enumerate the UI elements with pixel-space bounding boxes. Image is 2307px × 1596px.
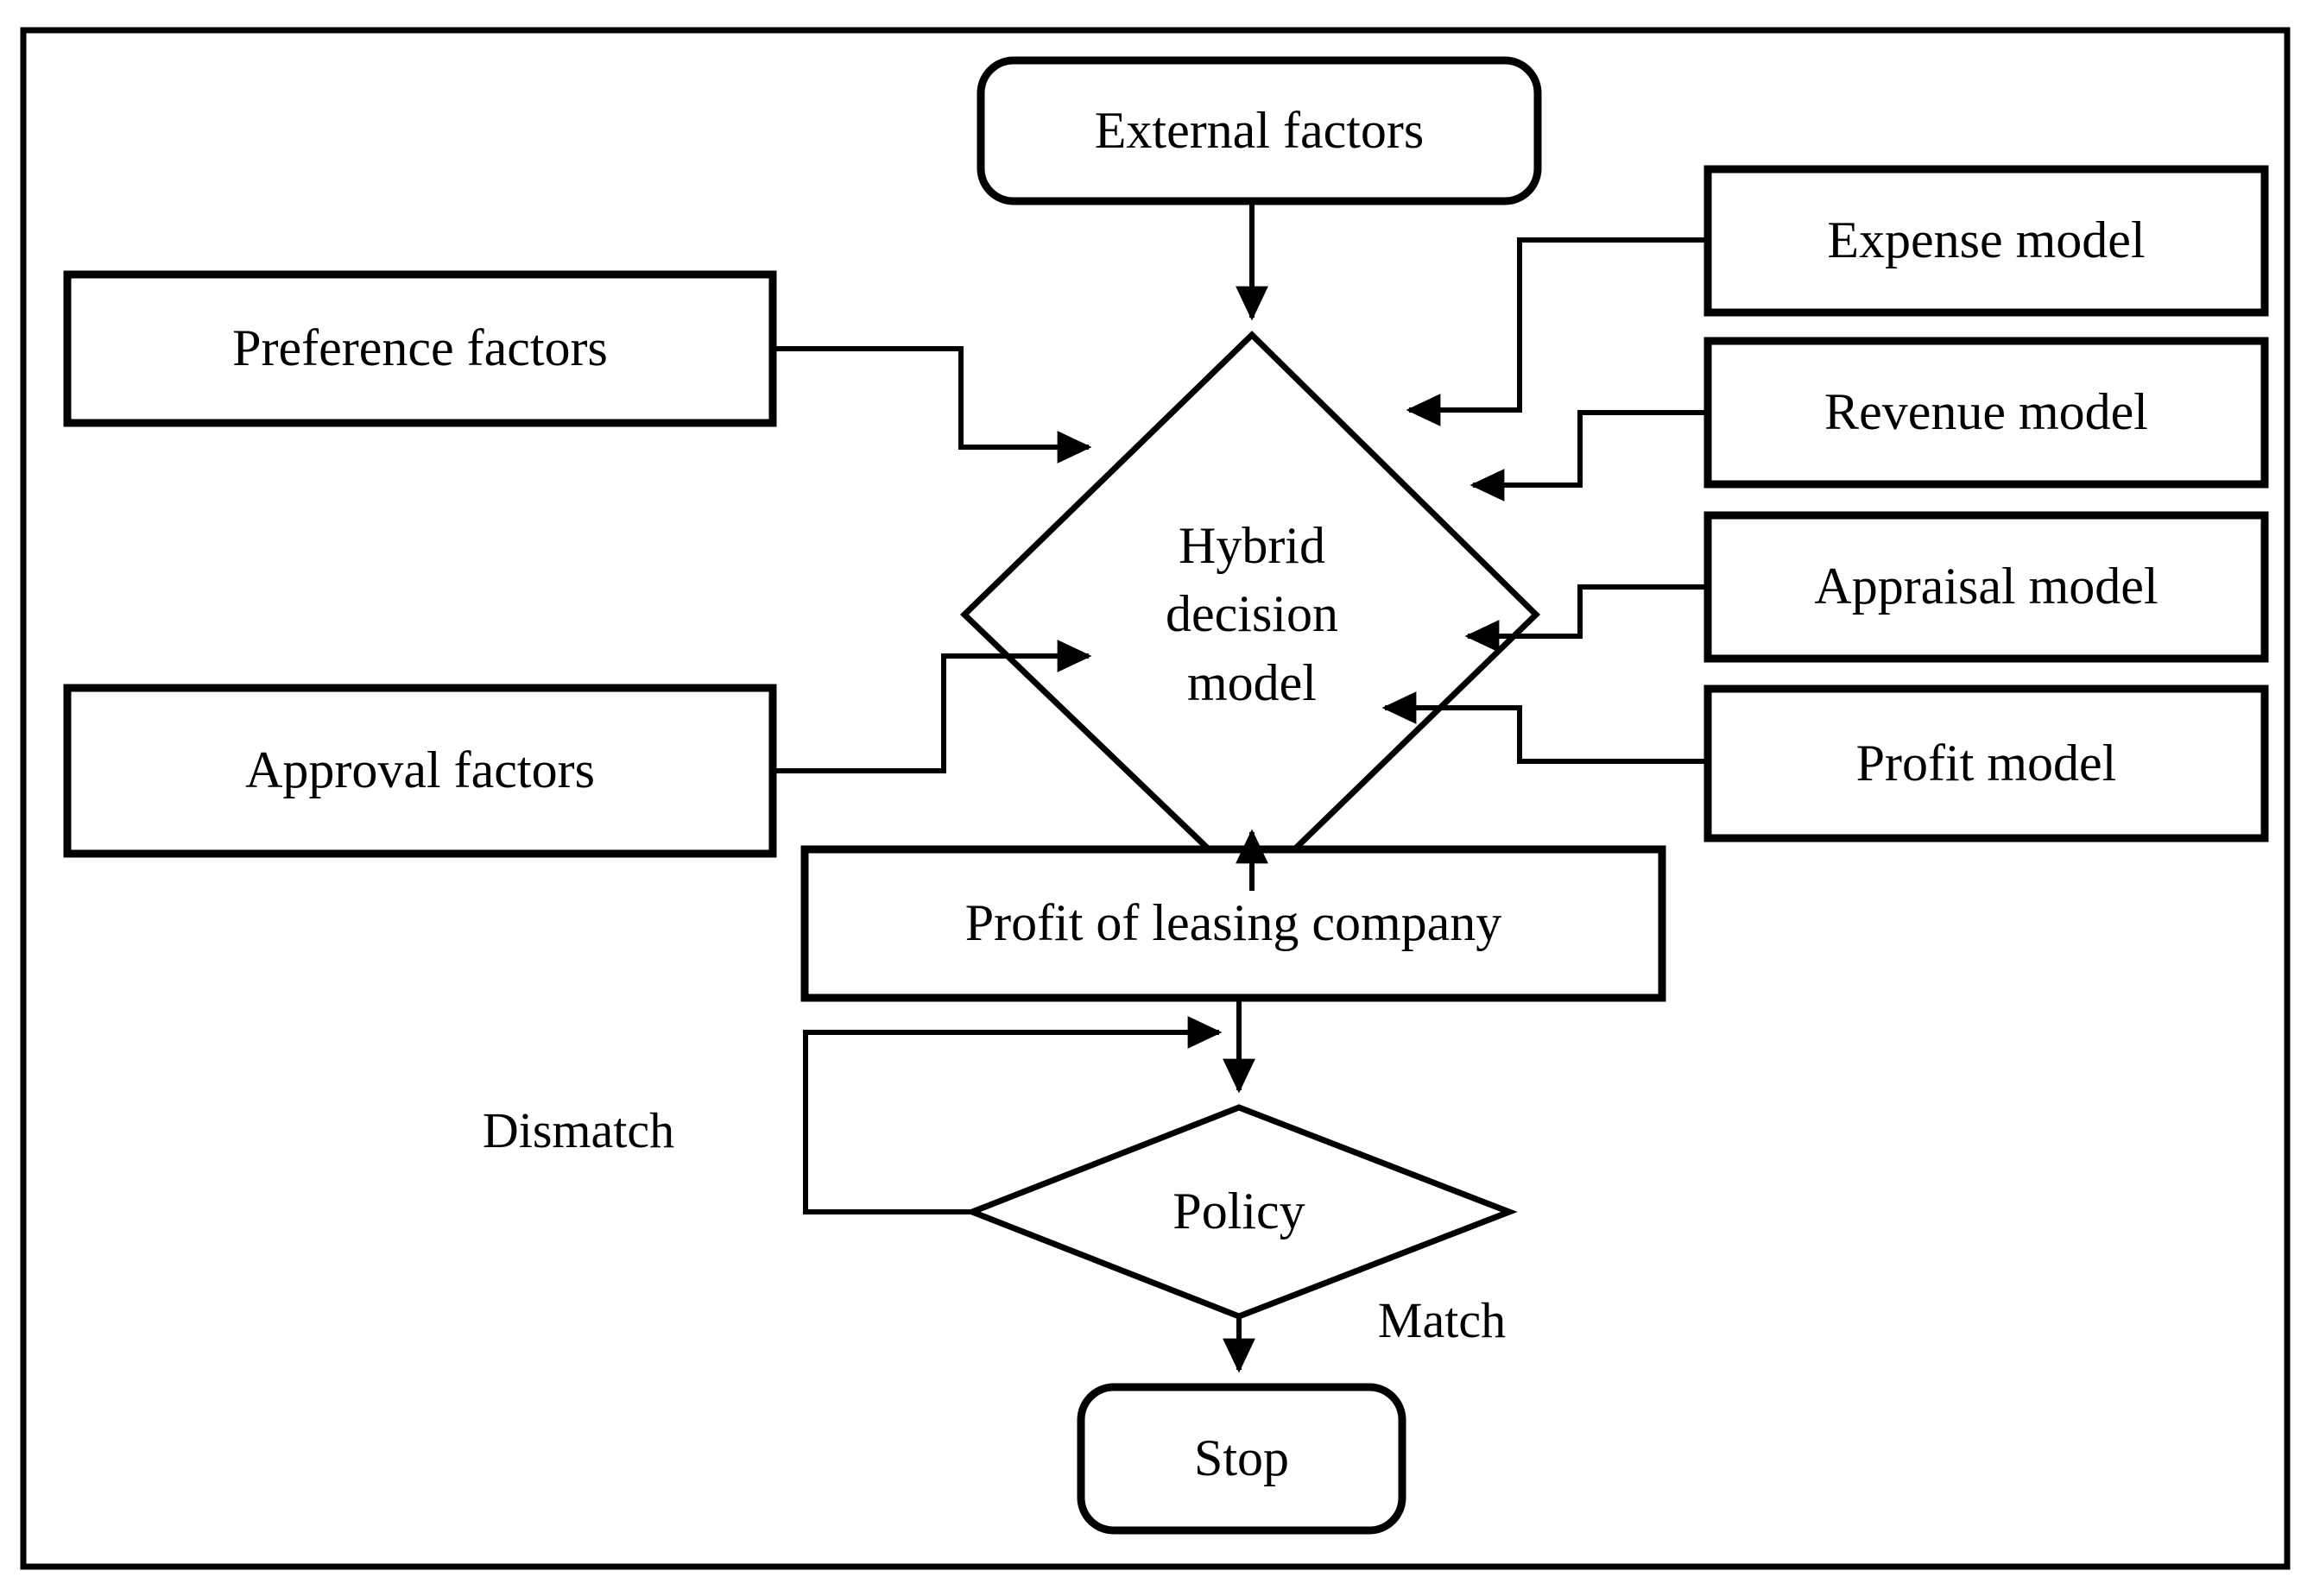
edge-profit-model-to-hybrid	[1381, 691, 1708, 764]
node-revenue-model[interactable]	[1703, 337, 2269, 489]
node-external-factors[interactable]	[977, 56, 1542, 205]
edge-approval-to-hybrid	[773, 640, 1092, 773]
node-profit-of-leasing-company[interactable]	[800, 845, 1666, 1002]
node-expense-model[interactable]	[1703, 165, 2269, 317]
edge-policy-dismatch-loop	[803, 1016, 1223, 1214]
node-stop[interactable]	[1077, 1383, 1406, 1535]
edge-revenue-to-hybrid	[1470, 410, 1708, 502]
edge-appraisal-to-hybrid	[1464, 584, 1708, 653]
node-preference-factors[interactable]	[63, 270, 777, 427]
edge-expense-to-hybrid	[1406, 237, 1708, 426]
node-approval-factors[interactable]	[63, 684, 777, 858]
node-profit-model[interactable]	[1703, 684, 2269, 842]
edge-preference-to-hybrid	[773, 346, 1092, 464]
node-appraisal-model[interactable]	[1703, 511, 2269, 663]
